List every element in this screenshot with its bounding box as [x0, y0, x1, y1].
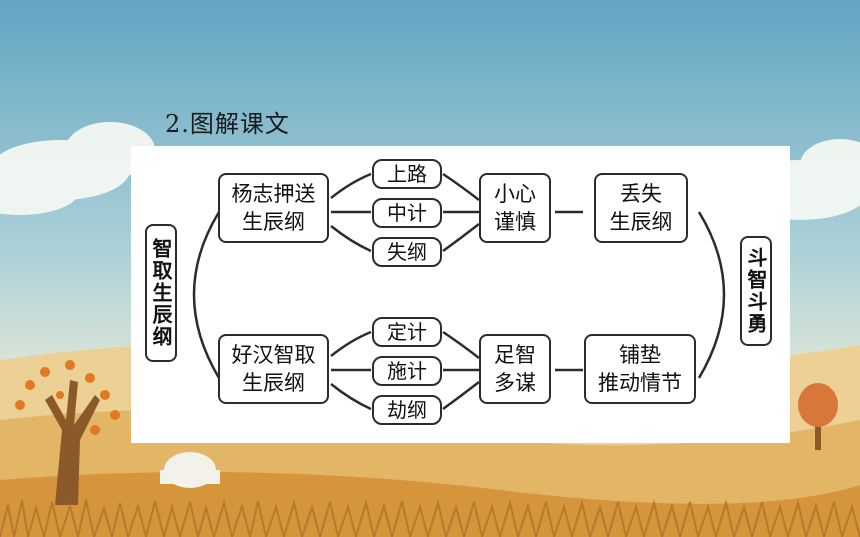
diagram-panel: 智取生辰纲 斗智斗勇 杨志押送 生辰纲 上路 中计 失纲 小心 谨慎 丢失 生辰…	[131, 146, 790, 443]
bottom-result-line2: 推动情节	[598, 371, 682, 395]
bottom-start-node: 好汉智取 生辰纲	[218, 334, 329, 404]
bottom-step-3-label: 劫纲	[387, 398, 427, 422]
right-theme-text: 斗智斗勇	[744, 247, 768, 335]
top-trait-node: 小心 谨慎	[479, 173, 551, 243]
left-theme-label: 智取生辰纲	[145, 224, 177, 362]
bottom-start-line1: 好汉智取	[231, 343, 316, 367]
bottom-step-2: 施计	[372, 356, 442, 386]
top-result-line1: 丢失	[620, 182, 662, 206]
left-theme-text: 智取生辰纲	[149, 238, 173, 348]
top-fan-up	[330, 172, 372, 199]
section-heading: 2.图解课文	[165, 110, 290, 138]
top-trait-line1: 小心	[494, 182, 536, 206]
bottom-trait-node: 足智 多谋	[479, 334, 551, 404]
hut-shape	[160, 452, 220, 488]
top-start-node: 杨志押送 生辰纲	[218, 173, 329, 243]
tree-right	[798, 383, 838, 450]
tree-left	[15, 360, 120, 505]
bottom-step-1-label: 定计	[387, 320, 427, 344]
bottom-result-line1: 铺垫	[619, 343, 661, 367]
bottom-step-3: 劫纲	[372, 395, 442, 425]
top-step-3-label: 失纲	[387, 240, 427, 264]
top-trait-line2: 谨慎	[494, 210, 536, 234]
top-result-line2: 生辰纲	[609, 210, 673, 234]
bottom-fan-up	[330, 330, 372, 357]
top-start-line2: 生辰纲	[242, 210, 305, 234]
bottom-result-node: 铺垫 推动情节	[584, 334, 696, 404]
bottom-step-2-label: 施计	[387, 359, 427, 383]
top-start-line1: 杨志押送	[231, 182, 316, 206]
bottom-fan-down	[330, 383, 372, 411]
connector-lines	[192, 172, 726, 411]
top-step-3: 失纲	[372, 237, 442, 267]
right-bracket	[697, 211, 726, 379]
left-bracket	[192, 211, 221, 379]
top-join-down	[442, 223, 480, 253]
grass-fringe	[0, 499, 860, 537]
top-join-up	[442, 172, 480, 201]
top-step-2-label: 中计	[387, 201, 427, 225]
bottom-join-down	[442, 381, 480, 411]
top-result-node: 丢失 生辰纲	[594, 173, 688, 243]
bottom-trait-line2: 多谋	[494, 371, 536, 395]
top-step-1-label: 上路	[387, 162, 427, 186]
bottom-step-1: 定计	[372, 317, 442, 347]
top-step-2: 中计	[372, 198, 442, 228]
bottom-join-up	[442, 330, 480, 359]
bottom-start-line2: 生辰纲	[242, 371, 305, 395]
bottom-trait-line1: 足智	[494, 343, 536, 367]
right-theme-label: 斗智斗勇	[740, 236, 772, 346]
top-fan-down	[330, 225, 372, 253]
top-step-1: 上路	[372, 159, 442, 189]
